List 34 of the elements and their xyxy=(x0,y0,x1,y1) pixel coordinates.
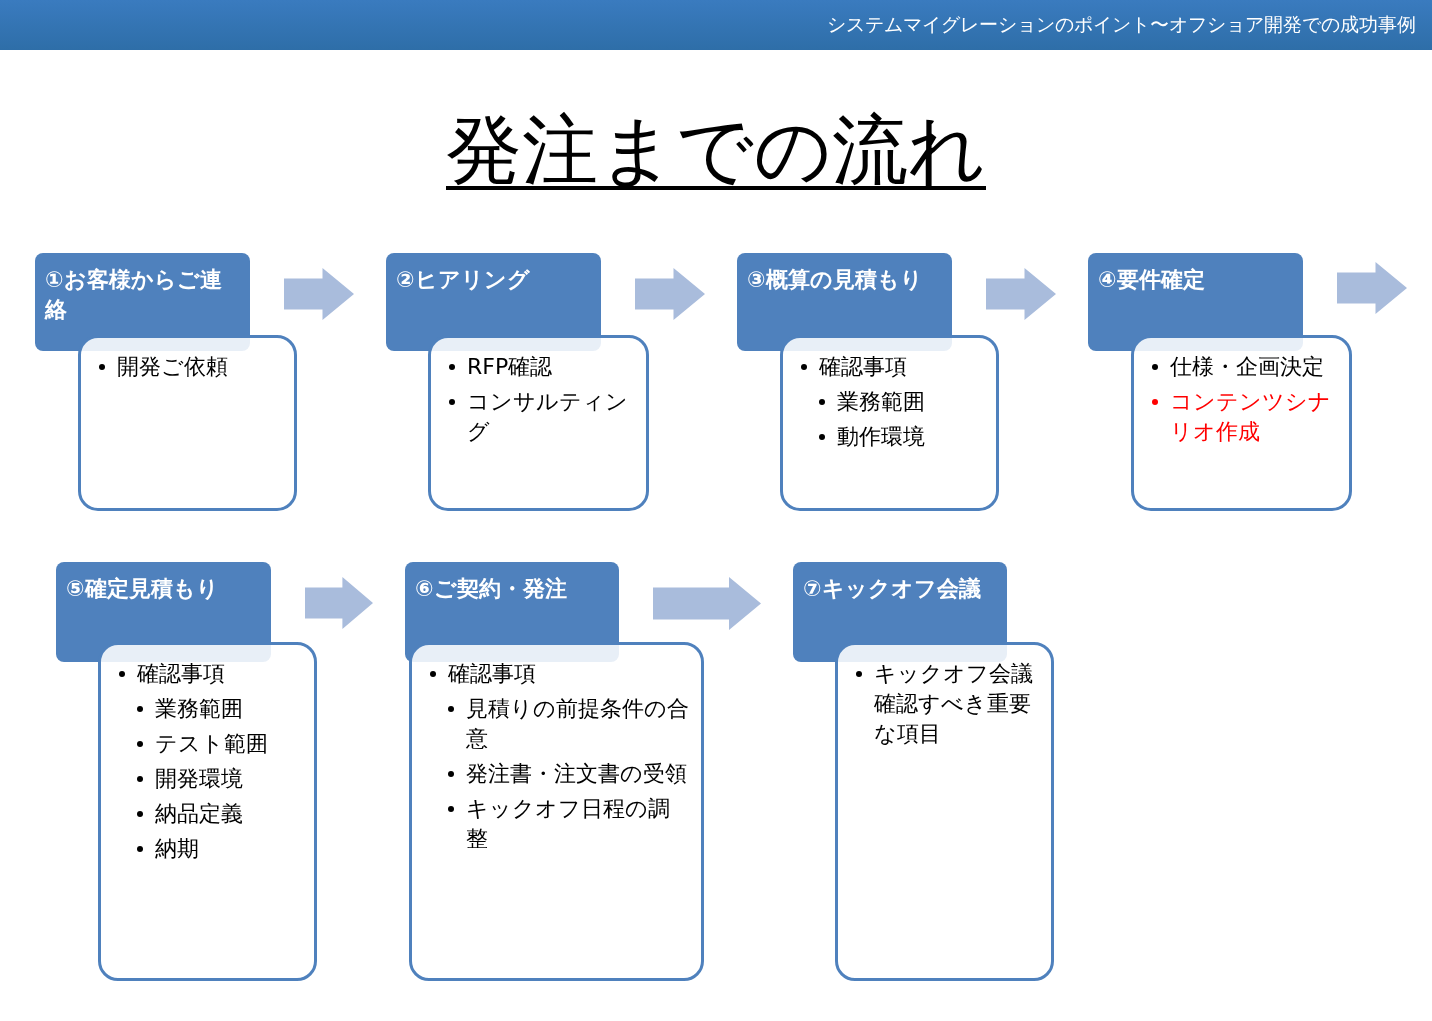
details-card xyxy=(780,335,999,511)
list-item-text: 動作環境 xyxy=(837,424,925,449)
list-item-text: RFP確認 xyxy=(467,354,553,379)
list-item-text: キックオフ日程の調整 xyxy=(466,796,670,851)
list-item-text: キックオフ会議確認すべき重要な項目 xyxy=(874,661,1033,746)
details-card xyxy=(78,335,297,511)
details-card xyxy=(835,642,1054,981)
list-item-text: 見積りの前提条件の合意 xyxy=(466,696,689,751)
block-arrow xyxy=(305,577,373,629)
list-item-text: テスト範囲 xyxy=(155,731,268,756)
list-item-text: 確認事項 xyxy=(448,661,536,686)
list-item-text: 仕様・企画決定 xyxy=(1170,354,1324,379)
block-arrow xyxy=(986,268,1056,320)
list-item-text: 業務範囲 xyxy=(837,389,925,414)
list-item-text: 確認事項 xyxy=(137,661,225,686)
details-card xyxy=(409,642,704,981)
list-item-text: 開発環境 xyxy=(155,766,243,791)
list-item-text: 業務範囲 xyxy=(155,696,243,721)
block-arrow xyxy=(635,268,705,320)
details-card xyxy=(1131,335,1352,511)
list-item-text: 納品定義 xyxy=(155,801,243,826)
block-arrow xyxy=(1337,262,1407,314)
details-card xyxy=(428,335,649,511)
list-item-text: 納期 xyxy=(155,836,199,861)
list-item-text: コンサルティング xyxy=(467,389,628,444)
series-title: システムマイグレーションのポイント〜オフショア開発での成功事例 xyxy=(827,12,1416,37)
list-item-text: 開発ご依頼 xyxy=(117,354,228,379)
list-item-text: 確認事項 xyxy=(819,354,907,379)
list-item-text: 発注書・注文書の受領 xyxy=(466,761,687,786)
list-item-text: コンテンツシナリオ作成 xyxy=(1170,389,1331,444)
block-arrow xyxy=(284,268,354,320)
page-title: 発注までの流れ xyxy=(446,105,986,194)
details-card xyxy=(98,642,317,981)
block-arrow xyxy=(653,577,761,630)
